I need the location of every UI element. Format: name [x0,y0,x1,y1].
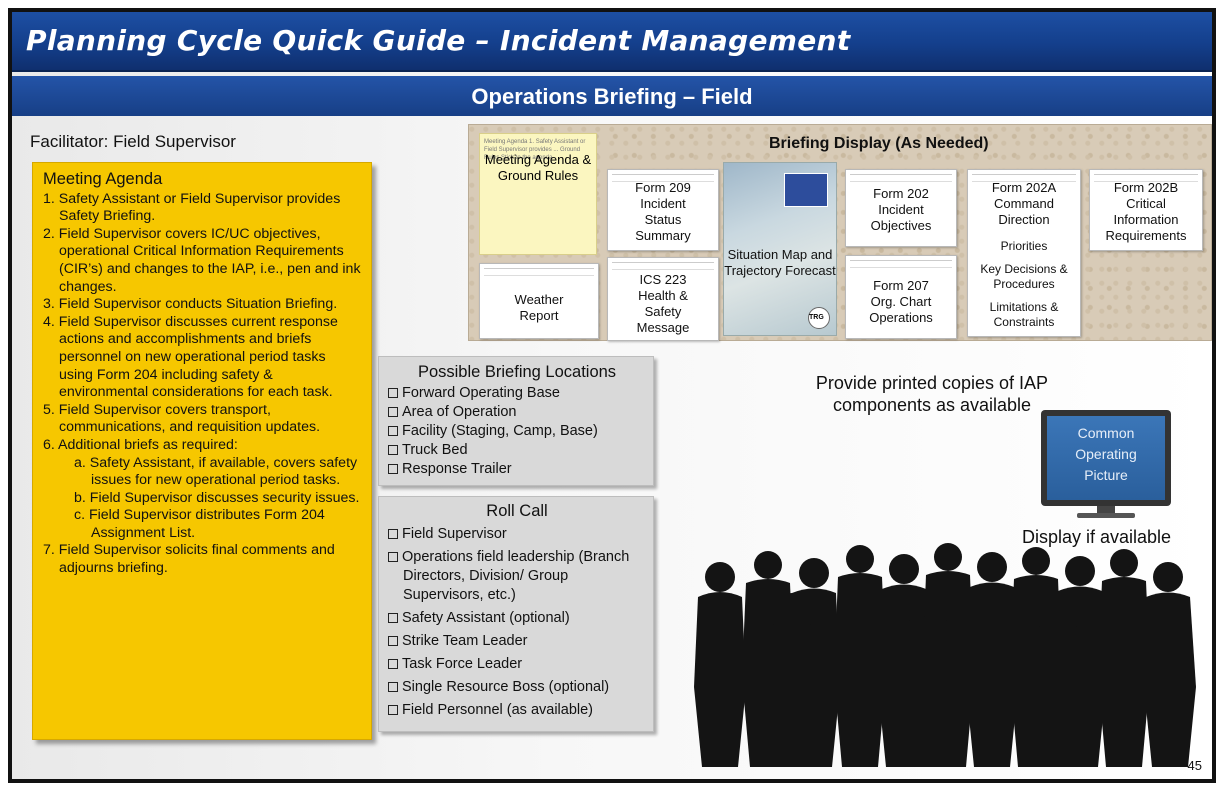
checkbox-icon [388,445,398,455]
doc-lines [612,262,714,270]
checkbox-icon [388,682,398,692]
ics-223-doc: ICS 223 Health & Safety Message [607,257,719,341]
page-number: 45 [1187,758,1202,773]
checkbox-icon [388,659,398,669]
briefing-locations-box: Possible Briefing Locations Forward Oper… [378,356,654,486]
map-logo: TRG [808,307,830,329]
slide: Planning Cycle Quick Guide – Incident Ma… [8,8,1216,783]
ics-223-label: ICS 223 Health & Safety Message [636,272,690,335]
monitor-line: Common [1077,425,1135,441]
monitor-screen-content: Common Operating Picture [1047,416,1165,500]
location-item: Forward Operating Base [387,384,647,403]
briefing-display-board: Briefing Display (As Needed) Meeting Age… [468,124,1212,341]
roll-call-box: Roll Call Field Supervisor Operations fi… [378,496,654,732]
briefing-display-title: Briefing Display (As Needed) [769,135,989,152]
monitor-line: Picture [1084,467,1128,483]
facilitator-label: Facilitator: Field Supervisor [30,132,236,151]
form-207-label: Form 207 Org. Chart Operations [869,278,933,325]
page-subtitle: Operations Briefing – Field [471,84,753,109]
page-title: Planning Cycle Quick Guide – Incident Ma… [26,24,851,57]
location-item: Truck Bed [387,441,647,460]
doc-lines [850,174,952,182]
crowd-silhouette-icon [694,543,1196,767]
form-207-doc: Form 207 Org. Chart Operations [845,255,957,339]
display-if-available-text: Display if available [1022,527,1172,547]
agenda-item: 7. Field Supervisor solicits final comme… [43,542,335,577]
roll-call-item: Single Resource Boss (optional) [387,678,647,697]
agenda-note-label: Meeting Agenda & Ground Rules [484,152,592,183]
subtitle-bar: Operations Briefing – Field [12,76,1212,116]
monitor-screen: Common Operating Picture [1041,410,1171,506]
doc-lines [612,174,714,182]
agenda-item: 1. Safety Assistant or Field Supervisor … [43,190,341,225]
briefing-locations-title: Possible Briefing Locations [417,363,617,381]
doc-lines [972,174,1076,182]
location-item: Response Trailer [387,460,647,479]
form-202a-label: Form 202A Command Direction [991,180,1057,227]
agenda-item: 5. Field Supervisor covers transport, co… [43,401,321,436]
agenda-item: 6. Additional briefs as required: [43,436,238,453]
form-209-doc: Form 209 Incident Status Summary [607,169,719,251]
provide-copies-text: Provide printed copies of IAP components… [815,373,1049,415]
checkbox-icon [388,426,398,436]
checkbox-icon [388,552,398,562]
location-item: Area of Operation [387,403,647,422]
roll-call-item: Field Personnel (as available) [387,701,647,720]
agenda-item: 2. Field Supervisor covers IC/UC objecti… [43,225,361,295]
monitor-icon: Common Operating Picture [1041,410,1171,520]
agenda-item: 4. Field Supervisor discusses current re… [43,313,338,401]
weather-report-label: Weather Report [514,292,564,323]
weather-report-doc: Weather Report [479,263,599,339]
agenda-subitem: a. Safety Assistant, if available, cover… [74,454,358,489]
doc-lines [1094,174,1198,182]
roll-call-title: Roll Call [486,502,548,520]
checkbox-icon [388,636,398,646]
monitor-line: Operating [1075,446,1137,462]
monitor-base [1077,513,1135,518]
roll-call-item: Strike Team Leader [387,632,647,651]
checkbox-icon [388,705,398,715]
agenda-note-faint-text: Meeting Agenda 1. Safety Assistant or Fi… [484,139,586,161]
form-202a-limitations: Limitations & Constraints [989,300,1059,329]
monitor-stand [1097,506,1115,514]
agenda-note-doc: Meeting Agenda 1. Safety Assistant or Fi… [479,133,597,255]
situation-map-doc: Situation Map and Trajectory Forecast TR… [723,162,837,336]
form-202a-priorities: Priorities [1000,239,1048,253]
form-202a-doc: Form 202A Command Direction Priorities K… [967,169,1081,337]
roll-call-item: Operations field leadership (Branch Dire… [387,548,647,605]
agenda-title: Meeting Agenda [43,170,163,188]
checkbox-icon [388,388,398,398]
agenda-subitem: c. Field Supervisor distributes Form 204… [74,507,325,541]
doc-lines [484,268,594,276]
form-202-doc: Form 202 Incident Objectives [845,169,957,247]
form-202a-key-decisions: Key Decisions & Procedures [980,262,1068,291]
location-item: Facility (Staging, Camp, Base) [387,422,647,441]
doc-lines [850,260,952,268]
situation-map-label: Situation Map and Trajectory Forecast [724,247,836,278]
checkbox-icon [388,613,398,623]
map-badge [784,173,828,207]
roll-call-item: Field Supervisor [387,525,647,544]
checkbox-icon [388,529,398,539]
form-209-label: Form 209 Incident Status Summary [635,180,691,243]
checkbox-icon [388,464,398,474]
meeting-agenda-box: Meeting Agenda 1. Safety Assistant or Fi… [32,162,372,740]
form-202-label: Form 202 Incident Objectives [870,186,932,233]
roll-call-item: Safety Assistant (optional) [387,609,647,628]
checkbox-icon [388,407,398,417]
form-202b-label: Form 202B Critical Information Requireme… [1105,180,1187,243]
roll-call-item: Task Force Leader [387,655,647,674]
form-202b-doc: Form 202B Critical Information Requireme… [1089,169,1203,251]
agenda-subitem: b. Field Supervisor discusses security i… [74,489,360,506]
title-bar: Planning Cycle Quick Guide – Incident Ma… [12,12,1212,72]
agenda-item: 3. Field Supervisor conducts Situation B… [43,296,338,313]
